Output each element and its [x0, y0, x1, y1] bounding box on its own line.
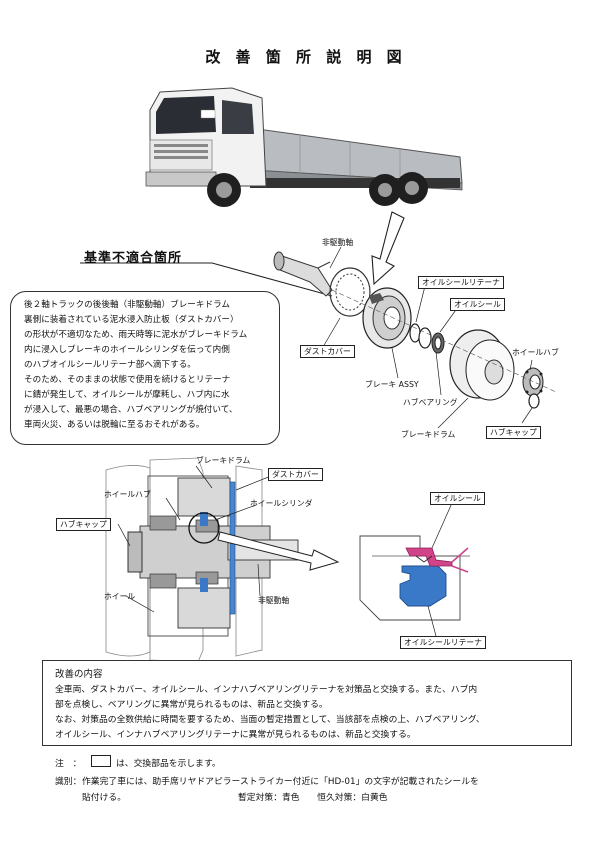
label-section-wheel: ホイール [104, 592, 136, 601]
tag-hub-cap: ハブキャップ [486, 426, 541, 439]
description-text: 後２軸トラックの後後軸（非駆動軸）ブレーキドラム 裏側に装着されている泥水浸入防… [24, 298, 280, 433]
improvement-body: 全車両、ダストカバー、オイルシール、インナハブベアリングリテーナを対策品と交換す… [55, 683, 565, 743]
description-box [10, 291, 280, 445]
label-brake-assy: ブレーキ ASSY [365, 380, 419, 389]
description-line: 車両火災、あるいは脱輪に至るおそれがある。 [24, 420, 205, 430]
description-line: の形状が不適切なため、雨天時等に泥水がブレーキドラム [24, 330, 248, 340]
improvement-line: 部を点検し、ベアリングに異常が見られるものは、新品と交換する。 [55, 700, 328, 710]
improvement-heading: 改善の内容 [55, 669, 103, 680]
label-section-wheel-cylinder: ホイールシリンダ [250, 499, 313, 508]
truck-illustration [145, 87, 463, 207]
id-line-2: 貼付ける。 [82, 793, 126, 803]
enlarged-detail [359, 502, 470, 637]
detail-pointer-arrow [217, 531, 340, 571]
tag-oil-seal-retainer: オイルシールリテーナ [418, 276, 504, 289]
tag-section-hub-cap: ハブキャップ [56, 518, 111, 531]
color-coding-line: 暫定対策：青色 恒久対策：白黄色 [238, 793, 388, 803]
page-title: 改 善 箇 所 説 明 図 [205, 48, 407, 66]
description-line: 内に浸入しブレーキのホイールシリンダを伝って内側 [24, 345, 230, 355]
tag-detail-oil-seal: オイルシール [430, 492, 485, 505]
improvement-line: オイルシール、インナハブベアリングリテーナに異常が見られるものは、新品と交換する… [55, 730, 416, 740]
callout-arrow [371, 211, 405, 286]
tag-oil-seal: オイルシール [450, 298, 505, 311]
label-section-brake-drum: ブレーキドラム [196, 456, 251, 465]
label-hub-bearing: ハブベアリング [403, 398, 458, 407]
tag-dust-cover: ダストカバー [300, 345, 355, 358]
exploded-view [273, 246, 557, 429]
description-line: のハブオイルシールリテーナ部へ滴下する。 [24, 360, 196, 370]
section-heading: 基準不適合箇所 [84, 251, 183, 266]
improvement-line: なお、対策品の全数供給に時間を要するため、当面の暫定措置として、当該部を点検の上… [55, 715, 485, 725]
description-line: に錆が発生して、オイルシールが摩耗し、ハブ内に水 [24, 390, 230, 400]
description-line: が浸入して、最悪の場合、ハブベアリングが焼付いて、 [24, 405, 238, 415]
tag-detail-oil-seal-retainer: オイルシールリテーナ [400, 636, 486, 649]
label-section-wheel-hub: ホイールハブ [104, 490, 151, 499]
label-wheel-hub: ホイールハブ [512, 348, 559, 357]
cross-section-view [105, 457, 299, 663]
description-line: そのため、そのままの状態で使用を続けるとリテーナ [24, 375, 231, 385]
legend-swatch [91, 755, 111, 767]
label-brake-drum: ブレーキドラム [401, 430, 456, 439]
note-label: 注 ： [55, 759, 82, 769]
label-section-non-drive-axle: 非駆動軸 [258, 596, 290, 605]
description-line: 裏側に装着されている泥水浸入防止板（ダストカバー） [24, 315, 239, 325]
improvement-line: 全車両、ダストカバー、オイルシール、インナハブベアリングリテーナを対策品と交換す… [55, 685, 478, 695]
id-line-1: 作業完了車には、助手席リヤドアピラーストライカー付近に「HD-01」の文字が記載… [82, 777, 479, 787]
improvement-box [42, 660, 572, 746]
id-label: 識別： [55, 777, 82, 787]
description-line: 後２軸トラックの後後軸（非駆動軸）ブレーキドラム [24, 300, 230, 310]
note-text: は、交換部品を示します。 [116, 759, 221, 769]
label-non-drive-axle: 非駆動軸 [322, 238, 354, 247]
tag-section-dust-cover: ダストカバー [268, 468, 323, 481]
